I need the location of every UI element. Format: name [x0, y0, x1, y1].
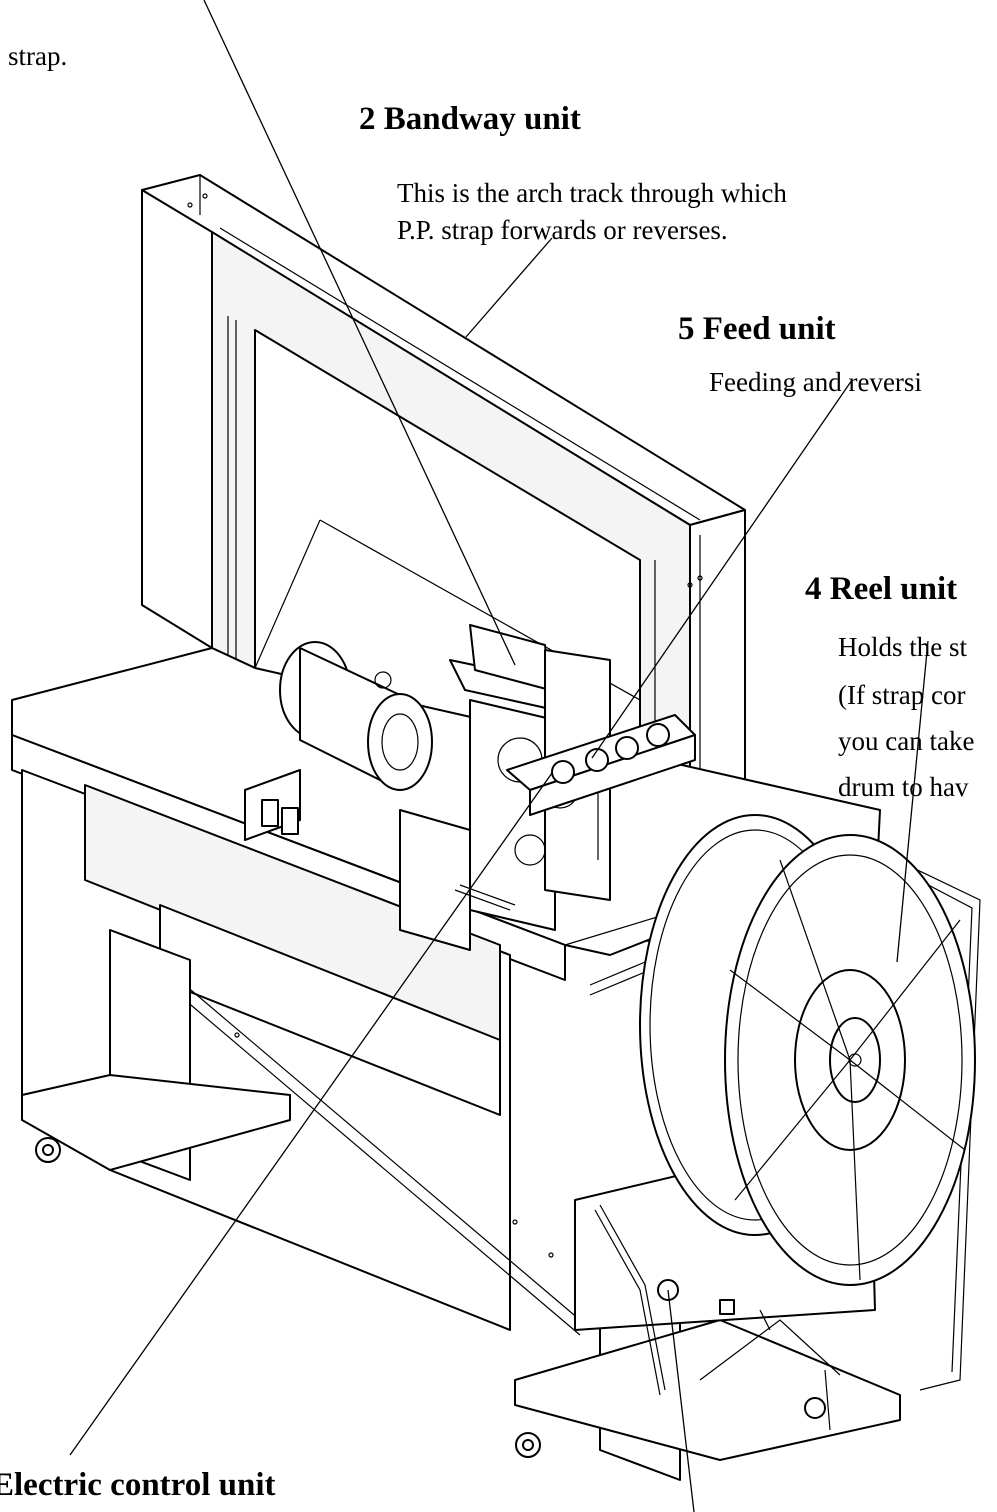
base-frame: [21, 1074, 901, 1461]
callout-fragment-strap: strap.: [8, 41, 68, 71]
leader-line-electric: [69, 772, 553, 1456]
leader-line-top: [203, 0, 516, 666]
feed-unit-desc-line-1: Feeding and reversi: [709, 367, 922, 397]
leader-line-reel: [896, 640, 929, 963]
reel-unit-heading: 4 Reel unit: [805, 571, 958, 607]
electric-control-unit-heading: Electric control unit: [0, 1467, 276, 1503]
bandway-unit-heading: 2 Bandway unit: [359, 101, 581, 137]
leader-line-bandway: [465, 237, 553, 338]
reel-unit-desc-line-4: drum to hav: [838, 772, 969, 802]
bandway-unit-desc-line-2: P.P. strap forwards or reverses.: [397, 215, 728, 245]
reel-unit-desc-line-1: Holds the st: [838, 632, 968, 662]
bandway-unit-desc-line-1: This is the arch track through which: [397, 178, 787, 208]
reel-unit-desc-line-3: you can take: [838, 726, 975, 756]
reel-unit-desc-line-2: (If strap cor: [838, 680, 966, 710]
reel-assembly: [589, 814, 981, 1431]
motor-assembly: [244, 641, 433, 841]
feed-unit-heading: 5 Feed unit: [678, 311, 836, 347]
leader-line-feed: [591, 379, 853, 759]
control-panel: [506, 714, 696, 816]
leader-line-bottom: [667, 1289, 695, 1512]
leader-lines: [69, 0, 929, 1512]
